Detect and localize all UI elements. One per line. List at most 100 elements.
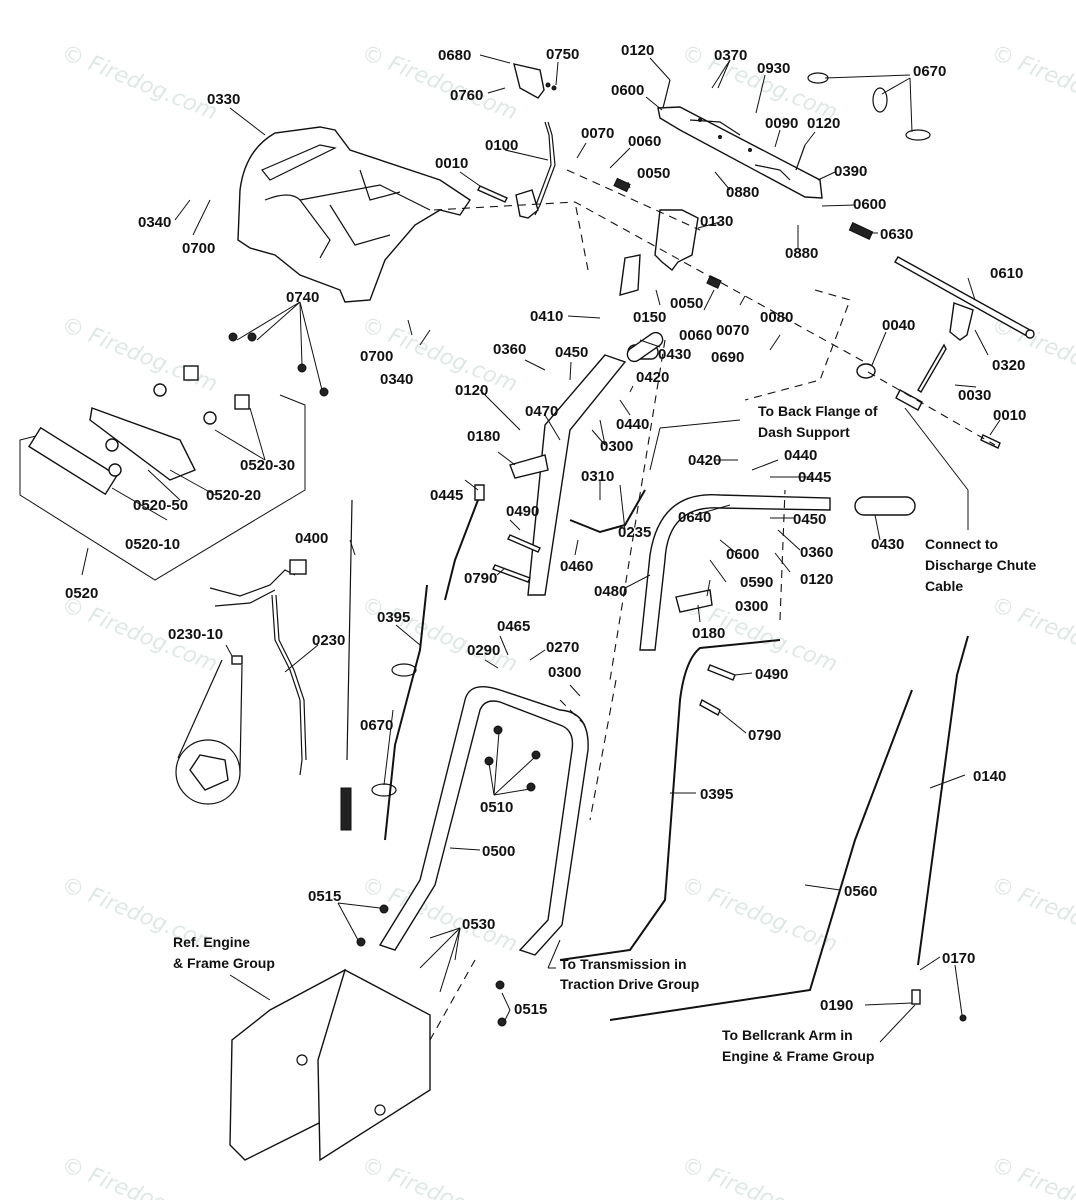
part-label[interactable]: 0290 (467, 642, 500, 659)
part-label[interactable]: 0930 (757, 60, 790, 77)
part-label[interactable]: 0440 (616, 416, 649, 433)
part-label[interactable]: 0590 (740, 574, 773, 591)
cable-part[interactable] (559, 639, 781, 961)
spring-rod-part[interactable] (340, 499, 353, 831)
part-label[interactable]: 0480 (594, 583, 627, 600)
part-label[interactable]: 0515 (308, 888, 341, 905)
part-label[interactable]: 0450 (793, 511, 826, 528)
part-label[interactable]: 0530 (462, 916, 495, 933)
part-label[interactable]: 0100 (485, 137, 518, 154)
part-label[interactable]: 0230-10 (168, 626, 223, 643)
part-label[interactable]: 0050 (637, 165, 670, 182)
part-label[interactable]: 0270 (546, 639, 579, 656)
part-label[interactable]: 0880 (785, 245, 818, 262)
part-label[interactable]: 0740 (286, 289, 319, 306)
part-label[interactable]: 0310 (581, 468, 614, 485)
part-label[interactable]: 0680 (438, 47, 471, 64)
part-label[interactable]: 0040 (882, 317, 915, 334)
part-label[interactable]: 0130 (700, 213, 733, 230)
clip-part[interactable] (509, 454, 713, 613)
lever-part[interactable] (856, 302, 1001, 449)
fastener-part[interactable] (228, 332, 329, 397)
pin-part[interactable] (477, 185, 508, 203)
dash-cover-part[interactable] (237, 126, 471, 303)
part-label[interactable]: 0440 (784, 447, 817, 464)
part-label[interactable]: 0235 (618, 524, 651, 541)
part-label[interactable]: 0300 (600, 438, 633, 455)
part-label[interactable]: 0400 (295, 530, 328, 547)
part-label[interactable]: 0070 (716, 322, 749, 339)
nut-part[interactable] (356, 725, 541, 1027)
part-label[interactable]: 0395 (700, 786, 733, 803)
part-label[interactable]: 0420 (688, 452, 721, 469)
part-label[interactable]: 0060 (679, 327, 712, 344)
cable-part[interactable] (384, 584, 428, 841)
part-label[interactable]: 0120 (807, 115, 840, 132)
grip-part[interactable] (625, 330, 666, 364)
part-label[interactable]: 0060 (628, 133, 661, 150)
part-label[interactable]: 0700 (182, 240, 215, 257)
part-label[interactable]: 0080 (760, 309, 793, 326)
lower-handle-part[interactable] (378, 686, 589, 956)
part-label[interactable]: 0500 (482, 843, 515, 860)
part-label[interactable]: 0790 (464, 570, 497, 587)
cable-part[interactable] (444, 499, 479, 601)
part-label[interactable]: 0600 (611, 82, 644, 99)
part-label[interactable]: 0600 (726, 546, 759, 563)
part-label[interactable]: 0670 (913, 63, 946, 80)
part-label[interactable]: 0750 (546, 46, 579, 63)
part-label[interactable]: 0150 (633, 309, 666, 326)
part-label[interactable]: 0520-30 (240, 457, 295, 474)
part-label[interactable]: 0490 (755, 666, 788, 683)
part-label[interactable]: 0700 (360, 348, 393, 365)
frame-plates-part[interactable] (229, 968, 431, 1162)
spring-part[interactable] (613, 177, 874, 289)
part-label[interactable]: 0360 (493, 341, 526, 358)
wiring-harness-part[interactable] (175, 559, 307, 805)
rod-part[interactable] (515, 121, 556, 219)
part-label[interactable]: 0445 (798, 469, 831, 486)
part-label[interactable]: 0760 (450, 87, 483, 104)
part-label[interactable]: 0340 (380, 371, 413, 388)
part-label[interactable]: 0395 (377, 609, 410, 626)
part-label[interactable]: 0390 (834, 163, 867, 180)
bracket-part[interactable] (654, 209, 699, 271)
part-label[interactable]: 0560 (844, 883, 877, 900)
part-label[interactable]: 0520-20 (206, 487, 261, 504)
part-label[interactable]: 0320 (992, 357, 1025, 374)
pin-part[interactable] (492, 534, 736, 716)
part-label[interactable]: 0230 (312, 632, 345, 649)
linkage-part[interactable] (569, 489, 646, 534)
part-label[interactable]: 0140 (973, 768, 1006, 785)
part-label[interactable]: 0515 (514, 1001, 547, 1018)
part-label[interactable]: 0120 (455, 382, 488, 399)
switch-part[interactable] (474, 484, 485, 501)
part-label[interactable]: 0430 (871, 536, 904, 553)
part-label[interactable]: 0670 (360, 717, 393, 734)
part-label[interactable]: 0510 (480, 799, 513, 816)
part-label[interactable]: 0520-10 (125, 536, 180, 553)
rod-part[interactable] (917, 635, 969, 966)
part-label[interactable]: 0490 (506, 503, 539, 520)
part-label[interactable]: 0330 (207, 91, 240, 108)
part-label[interactable]: 0120 (800, 571, 833, 588)
part-label[interactable]: 0170 (942, 950, 975, 967)
part-label[interactable]: 0470 (525, 403, 558, 420)
part-label[interactable]: 0180 (692, 625, 725, 642)
bracket-part[interactable] (513, 63, 557, 99)
part-label[interactable]: 0600 (853, 196, 886, 213)
bolt-part[interactable] (795, 144, 806, 171)
part-label[interactable]: 0610 (990, 265, 1023, 282)
part-label[interactable]: 0180 (467, 428, 500, 445)
part-label[interactable]: 0050 (670, 295, 703, 312)
light-assembly[interactable] (19, 365, 306, 581)
part-label[interactable]: 0520-50 (133, 497, 188, 514)
part-label[interactable]: 0120 (621, 42, 654, 59)
part-label[interactable]: 0190 (820, 997, 853, 1014)
part-label[interactable]: 0430 (658, 346, 691, 363)
part-label[interactable]: 0445 (430, 487, 463, 504)
part-label[interactable]: 0465 (497, 618, 530, 635)
dash-support-plate[interactable] (657, 106, 823, 199)
part-label[interactable]: 0030 (958, 387, 991, 404)
grip-part[interactable] (854, 496, 916, 516)
